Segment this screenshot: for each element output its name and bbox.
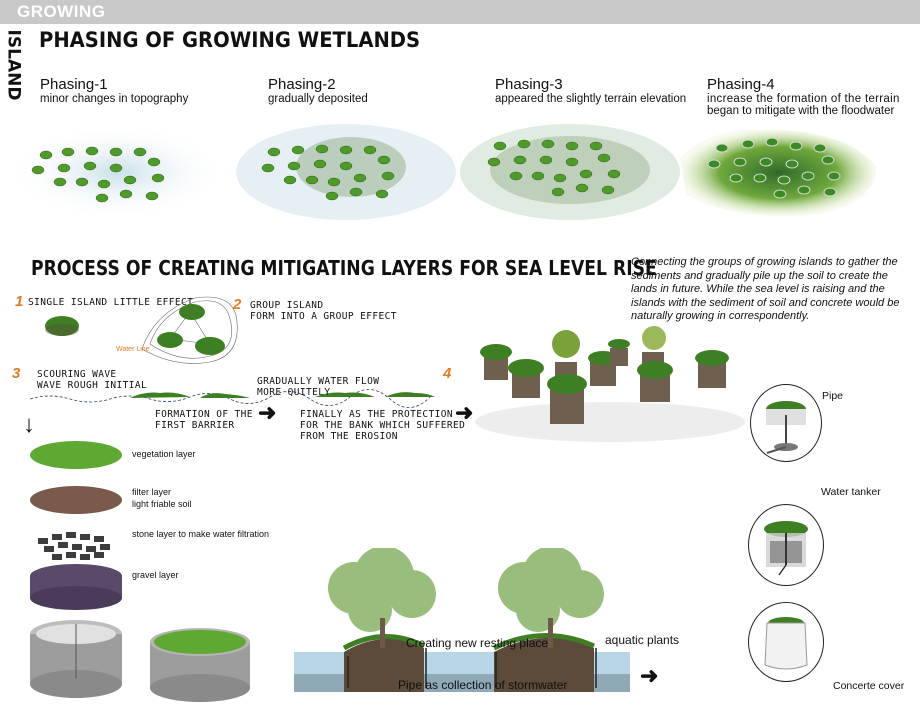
- phase-title: Phasing-1: [40, 76, 108, 93]
- arrow-right-icon: ➜: [640, 663, 659, 688]
- aquatic-plants-label: aquatic plants: [605, 633, 680, 647]
- step-1-caption: SINGLE ISLAND LITTLE EFFECT: [28, 297, 194, 308]
- step-4-number: 4: [443, 365, 452, 382]
- phase-subtitle: gradually deposited: [268, 93, 368, 105]
- phase-2-image: [236, 124, 456, 220]
- stormwater-section-image: [294, 548, 630, 692]
- step-3-caption-line2: WAVE ROUGH INITIAL: [37, 380, 148, 391]
- step-2-caption-line1: GROUP ISLAND: [250, 300, 324, 311]
- side-label-box: ISLAND: [2, 30, 24, 102]
- concrete-cover-label: Concerte cover: [833, 680, 905, 692]
- section-label: GROWING: [17, 2, 106, 21]
- pipe-detail-circle: [750, 384, 822, 462]
- arrow-right-icon: ➜: [258, 400, 277, 425]
- gravel-layer-label: gravel layer: [132, 570, 179, 580]
- water-tanker-label: Water tanker: [821, 486, 881, 498]
- phase-subtitle: increase the formation of the terrain: [707, 93, 900, 105]
- step-3-caption-line1: SCOURING WAVE: [37, 369, 117, 380]
- arrow-down-icon: ↓: [23, 411, 35, 438]
- wave-barrier-diagram: [30, 389, 435, 408]
- phase-1-label: Phasing-1 minor changes in topography: [40, 76, 188, 105]
- phase-title: Phasing-4: [707, 76, 775, 93]
- concrete-cover-image: [764, 617, 808, 670]
- cover-detail-circle: [748, 602, 824, 682]
- assembled-module-image: [150, 628, 250, 702]
- stormwater-pipe-label: Pipe as collection of stormwater: [398, 678, 568, 692]
- phase-1-image: [8, 124, 228, 220]
- stone-layer-label: stone layer to make water filtration: [132, 529, 270, 539]
- protect-caption-line2: FOR THE BANK WHICH SUFFERED: [300, 420, 466, 431]
- page-title: PHASING OF GROWING WETLANDS: [39, 28, 421, 52]
- water-tanker-image: [764, 521, 808, 576]
- group-island-image: [141, 296, 238, 364]
- flow-caption-line2: MORE QUITELY: [257, 387, 331, 398]
- exploded-layers-diagram: [30, 441, 122, 698]
- step-2-caption-line2: FORM INTO A GROUP EFFECT: [250, 311, 397, 322]
- single-island-image: [45, 316, 79, 336]
- phase-4-image: [680, 129, 877, 217]
- protect-caption-line1: FINALLY AS THE PROTECTION: [300, 409, 453, 420]
- phase-3-label: Phasing-3 appeared the slightly terrain …: [495, 76, 686, 105]
- phase-title: Phasing-2: [268, 76, 336, 93]
- step-1-number: 1: [15, 293, 24, 310]
- vegetation-layer-label: vegetation layer: [132, 449, 196, 459]
- phase-2-label: Phasing-2 gradually deposited: [268, 76, 368, 105]
- water-line-label: Water Line: [116, 346, 150, 353]
- phase-subtitle: minor changes in topography: [40, 93, 189, 105]
- pipe-module-image: [766, 401, 806, 454]
- phase-subtitle: appeared the slightly terrain elevation: [495, 93, 687, 105]
- pipe-label: Pipe: [822, 390, 844, 402]
- arrow-right-icon: ➜: [455, 400, 474, 425]
- resting-place-label: Creating new resting place: [406, 636, 549, 650]
- tanker-detail-circle: [748, 504, 824, 586]
- filter-layer-label: filter layer: [132, 487, 172, 497]
- phase-3-image: [460, 124, 680, 220]
- barrier-caption-line1: FORMATION OF THE: [155, 409, 253, 420]
- side-label: ISLAND: [3, 29, 24, 101]
- phase-4-label: Phasing-4 increase the formation of the …: [707, 76, 900, 117]
- filter-layer-sublabel: light friable soil: [132, 499, 192, 509]
- step-3-number: 3: [12, 365, 21, 382]
- process-title: PROCESS OF CREATING MITIGATING LAYERS FO…: [31, 256, 657, 280]
- flow-caption-line1: GRADUALLY WATER FLOW: [257, 376, 380, 387]
- phase-subtitle-2: began to mitigate with the floodwater: [707, 105, 895, 117]
- process-description: Connecting the groups of growing islands…: [631, 256, 900, 322]
- phase-title: Phasing-3: [495, 76, 563, 93]
- protect-caption-line3: FROM THE EROSION: [300, 431, 398, 442]
- barrier-caption-line2: FIRST BARRIER: [155, 420, 235, 431]
- section-header-bar: GROWING: [0, 0, 920, 24]
- step-2-number: 2: [233, 296, 242, 313]
- island-modules-image: [475, 326, 745, 442]
